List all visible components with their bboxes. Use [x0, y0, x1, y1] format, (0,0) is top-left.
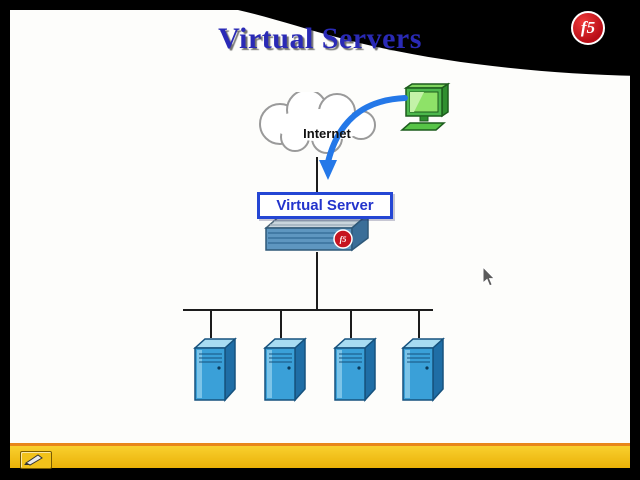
server-tower [333, 337, 377, 402]
notes-bar [10, 443, 630, 469]
drop-line-2 [280, 310, 282, 338]
server-tower [263, 337, 307, 402]
slide-title: Virtual Servers [218, 22, 422, 55]
internet-label: Internet [303, 126, 351, 141]
connector-cloud-to-vs [316, 157, 318, 193]
drop-line-3 [350, 310, 352, 338]
pen-icon [24, 454, 43, 466]
drop-line-4 [418, 310, 420, 338]
network-bus-line [183, 309, 433, 311]
server-tower [193, 337, 237, 402]
f5-logo: f5 [571, 11, 605, 45]
mouse-cursor [482, 266, 496, 287]
connector-appliance-to-bus [316, 252, 318, 310]
drop-line-1 [210, 310, 212, 338]
connection-arrow [319, 95, 408, 180]
appliance-logo-text: f5 [340, 235, 347, 244]
presentation-slide: Internet Virtual Server f5 [10, 10, 630, 469]
pen-tool-button[interactable] [20, 451, 52, 469]
f5-logo-text: f5 [580, 18, 596, 37]
virtual-server-box: Virtual Server [257, 192, 393, 219]
client-computer-icon [400, 82, 451, 131]
server-tower [401, 337, 445, 402]
